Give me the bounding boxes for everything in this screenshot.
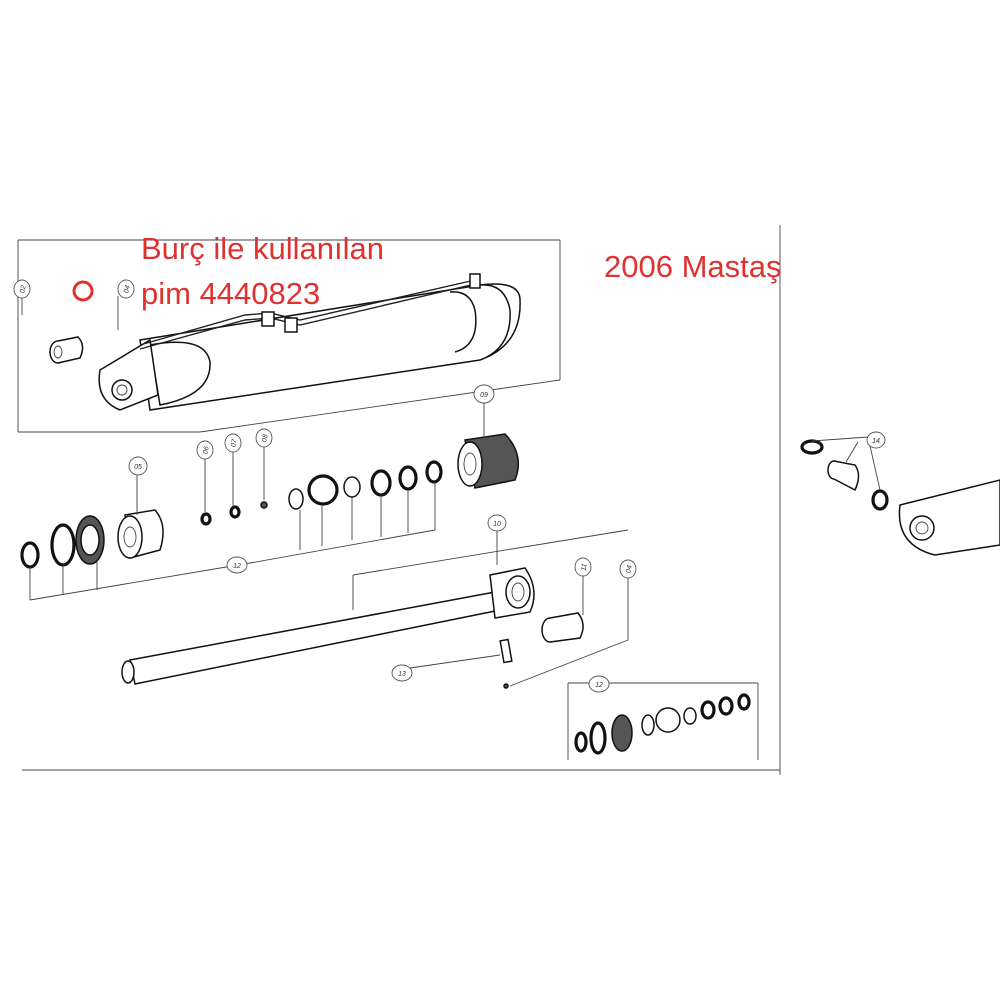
svg-text:14: 14 bbox=[872, 438, 880, 445]
svg-text:12: 12 bbox=[595, 682, 603, 689]
piston-rod bbox=[121, 567, 535, 689]
svg-text:13: 13 bbox=[398, 671, 406, 678]
gland-09 bbox=[457, 433, 520, 489]
clevis-detail-14 bbox=[800, 439, 1000, 556]
piston-assembly bbox=[20, 460, 443, 569]
svg-text:04: 04 bbox=[625, 565, 633, 574]
bushing-02 bbox=[49, 336, 84, 364]
callout-08: 08 bbox=[255, 428, 273, 448]
callout-11: 11 bbox=[574, 557, 592, 577]
svg-text:12: 12 bbox=[233, 563, 241, 570]
callout-12a: 12 bbox=[226, 556, 248, 574]
callout-13: 13 bbox=[391, 664, 413, 682]
cylinder-barrel bbox=[98, 273, 521, 411]
callout-02: 02 bbox=[13, 279, 31, 299]
callout-05: 05 bbox=[128, 456, 148, 476]
callout-09: 09 bbox=[473, 384, 495, 404]
bushing-11 bbox=[541, 612, 584, 643]
svg-text:04: 04 bbox=[123, 285, 131, 294]
svg-text:11: 11 bbox=[580, 563, 588, 571]
svg-text:05: 05 bbox=[134, 464, 142, 471]
callout-07: 07 bbox=[224, 433, 242, 453]
callout-04b: 04 bbox=[619, 559, 637, 579]
model-year-note: 2006 Mastaş bbox=[604, 249, 782, 284]
svg-text:08: 08 bbox=[261, 434, 269, 443]
callout-10: 10 bbox=[487, 514, 507, 532]
drawing-frame bbox=[17, 225, 781, 775]
callout-06: 06 bbox=[196, 440, 214, 460]
svg-text:02: 02 bbox=[19, 285, 27, 294]
svg-text:10: 10 bbox=[493, 521, 501, 528]
bushing-note-line-1: Burç ile kullanılan bbox=[141, 231, 384, 266]
callout-12b: 12 bbox=[588, 675, 610, 693]
svg-text:07: 07 bbox=[230, 438, 238, 448]
leader-lines bbox=[21, 296, 881, 687]
callout-04a: 04 bbox=[117, 279, 135, 299]
svg-text:06: 06 bbox=[202, 446, 210, 455]
highlight-ring-marker bbox=[72, 280, 94, 302]
callout-14: 14 bbox=[866, 431, 886, 449]
seal-kit-12 bbox=[574, 693, 751, 755]
bushing-note-line-2: pim 4440823 bbox=[141, 276, 321, 311]
svg-text:09: 09 bbox=[480, 392, 488, 399]
